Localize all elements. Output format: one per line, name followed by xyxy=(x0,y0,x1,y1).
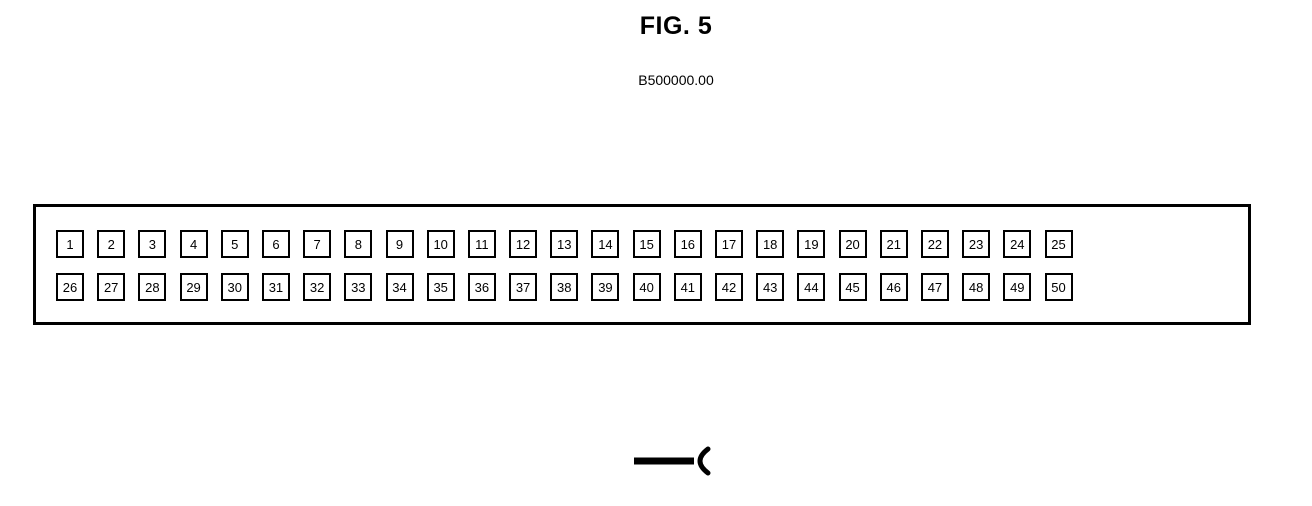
pin-23: 23 xyxy=(962,230,991,258)
pin-22: 22 xyxy=(920,230,949,258)
pin-49: 49 xyxy=(1003,273,1032,301)
pin-15: 15 xyxy=(632,230,661,258)
pin-6: 6 xyxy=(261,230,290,258)
pin-29: 29 xyxy=(179,273,208,301)
pin-9: 9 xyxy=(385,230,414,258)
pin-42: 42 xyxy=(715,273,743,301)
pin-16: 16 xyxy=(673,230,702,258)
pin-33: 33 xyxy=(344,273,373,301)
pin-17: 17 xyxy=(715,230,743,258)
pin-36: 36 xyxy=(467,273,496,301)
pin-48: 48 xyxy=(962,273,991,301)
pin-43: 43 xyxy=(756,273,785,301)
pin-28: 28 xyxy=(138,273,167,301)
pin-1: 1 xyxy=(56,230,84,258)
pin-18: 18 xyxy=(756,230,785,258)
pin-13: 13 xyxy=(550,230,579,258)
pin-46: 46 xyxy=(879,273,908,301)
pin-19: 19 xyxy=(797,230,826,258)
pin-31: 31 xyxy=(261,273,290,301)
connector-symbol-fork xyxy=(697,446,711,476)
pin-44: 44 xyxy=(797,273,826,301)
pin-5: 5 xyxy=(220,230,249,258)
pin-11: 11 xyxy=(467,230,496,258)
figure-title: FIG. 5 xyxy=(639,12,713,40)
pin-50: 50 xyxy=(1044,273,1073,301)
pin-12: 12 xyxy=(509,230,538,258)
pin-38: 38 xyxy=(550,273,579,301)
pin-7: 7 xyxy=(303,230,332,258)
pin-2: 2 xyxy=(97,230,126,258)
connector-symbol-icon xyxy=(634,446,711,476)
pin-10: 10 xyxy=(426,230,455,258)
pin-8: 8 xyxy=(344,230,373,258)
pin-45: 45 xyxy=(838,273,867,301)
pin-47: 47 xyxy=(920,273,949,301)
pin-21: 21 xyxy=(879,230,908,258)
pin-41: 41 xyxy=(673,273,702,301)
pin-4: 4 xyxy=(179,230,208,258)
pin-25: 25 xyxy=(1044,230,1073,258)
pin-40: 40 xyxy=(632,273,661,301)
pin-14: 14 xyxy=(591,230,620,258)
pin-34: 34 xyxy=(385,273,414,301)
pin-37: 37 xyxy=(509,273,538,301)
pin-32: 32 xyxy=(303,273,332,301)
pin-30: 30 xyxy=(220,273,249,301)
pin-26: 26 xyxy=(56,273,84,301)
pin-35: 35 xyxy=(426,273,455,301)
pin-20: 20 xyxy=(838,230,867,258)
part-number: B500000.00 xyxy=(638,72,714,88)
pin-24: 24 xyxy=(1003,230,1032,258)
pin-39: 39 xyxy=(591,273,620,301)
pin-27: 27 xyxy=(97,273,126,301)
pin-3: 3 xyxy=(138,230,167,258)
pin-row-bottom: 26 27 28 29 30 31 32 33 34 35 36 37 38 39 40 41 42 43 44 45… xyxy=(56,273,1073,301)
